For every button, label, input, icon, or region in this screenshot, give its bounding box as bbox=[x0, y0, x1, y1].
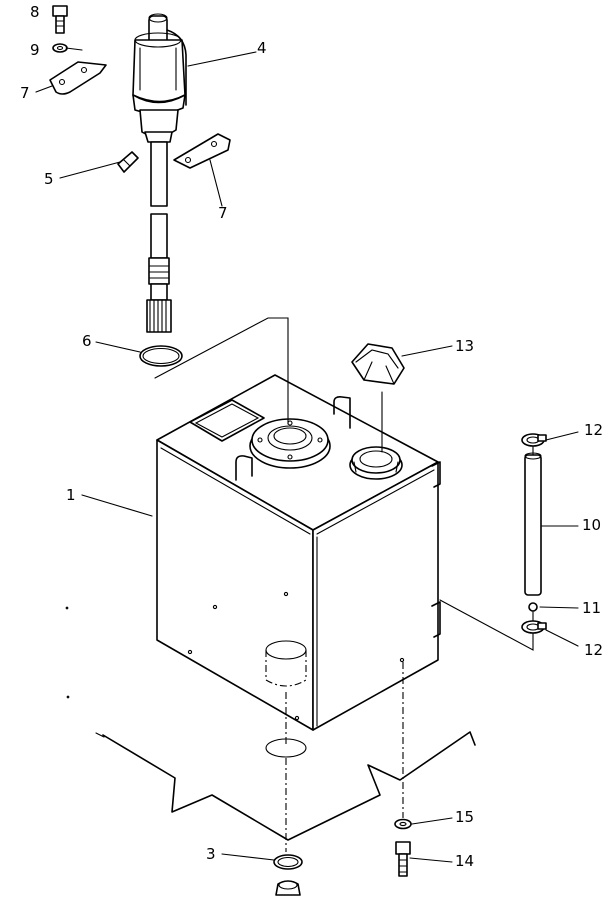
hydraulic-tank bbox=[156, 374, 441, 758]
callout-13: 13 bbox=[455, 337, 474, 355]
callout-7: 7 bbox=[20, 84, 30, 102]
oring-11 bbox=[528, 602, 538, 612]
bracket-7-right bbox=[173, 133, 231, 169]
clamp-12-upper bbox=[521, 433, 547, 447]
leader-lines bbox=[35, 47, 579, 863]
oring-6 bbox=[139, 345, 183, 367]
callout-1: 1 bbox=[66, 486, 76, 504]
filler-cap-13 bbox=[351, 343, 405, 385]
callout-9: 9 bbox=[30, 41, 40, 59]
lift-handle-left bbox=[235, 455, 253, 481]
frame-outline bbox=[95, 731, 476, 841]
lift-handle-right bbox=[333, 396, 351, 429]
callout-8: 8 bbox=[30, 3, 40, 21]
oring-3 bbox=[273, 854, 303, 870]
clamp-12-lower bbox=[521, 620, 547, 634]
scan-speck bbox=[66, 695, 70, 699]
callout-labels: 8 9 7 4 5 7 6 13 1 12 10 11 12 15 14 3 bbox=[20, 3, 603, 870]
callout-12: 12 bbox=[584, 421, 603, 439]
scan-speck bbox=[65, 606, 69, 610]
callout-5: 5 bbox=[44, 170, 54, 188]
callout-3: 3 bbox=[206, 845, 216, 863]
callout-10: 10 bbox=[582, 516, 601, 534]
fitting-5 bbox=[117, 151, 139, 173]
washer-9 bbox=[52, 43, 68, 53]
callout-12: 12 bbox=[584, 641, 603, 659]
alignment-lines bbox=[154, 317, 534, 852]
washer-15 bbox=[394, 818, 412, 830]
callout-14: 14 bbox=[455, 852, 474, 870]
hose-10 bbox=[524, 452, 542, 596]
callout-11: 11 bbox=[582, 599, 601, 617]
callout-15: 15 bbox=[455, 808, 474, 826]
bolt-14 bbox=[395, 841, 411, 877]
callout-7: 7 bbox=[218, 204, 228, 222]
callout-4: 4 bbox=[257, 39, 267, 57]
bolt-8 bbox=[52, 5, 68, 34]
bracket-7-left bbox=[49, 61, 107, 95]
drain-plug bbox=[275, 880, 301, 896]
callout-6: 6 bbox=[82, 332, 92, 350]
pump-assembly bbox=[132, 13, 187, 333]
inspection-cover bbox=[189, 399, 265, 442]
